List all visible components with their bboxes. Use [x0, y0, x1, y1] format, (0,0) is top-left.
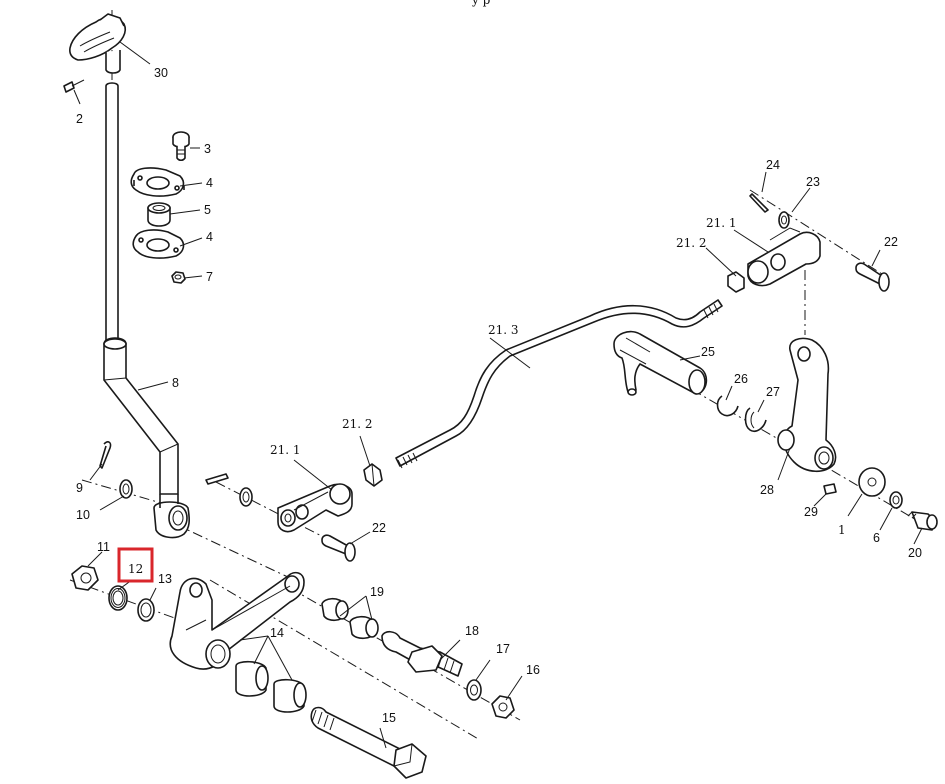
bushing-part-19-a [321, 597, 349, 622]
label-25: 25 [701, 345, 715, 359]
header-fragment: y p [471, 0, 491, 7]
label-18: 18 [465, 624, 479, 638]
label-24: 24 [766, 158, 780, 172]
circlip-part-27 [744, 407, 767, 433]
bolt-part-20 [907, 511, 938, 531]
bolt-part-15 [310, 706, 427, 779]
label-21-2-lower: 21. 2 [342, 417, 373, 431]
washer-part-6 [889, 491, 903, 509]
circlip-part-26 [716, 395, 739, 417]
bolt-part-3 [172, 131, 190, 162]
label-30: 30 [154, 66, 168, 80]
cotter-pin-part-9 [99, 441, 112, 469]
nut-part-21-2-upper [727, 271, 745, 293]
bent-lever-part-8 [103, 337, 190, 539]
nut-part-21-2-lower [363, 463, 383, 487]
washer-part-17 [466, 679, 482, 701]
cotter-pin-near-21-1 [205, 473, 253, 507]
label-21-1-lower: 21. 1 [270, 443, 301, 457]
pin-part-22-upper [855, 262, 890, 292]
rod-part-21-3 [395, 299, 723, 469]
label-28: 28 [760, 483, 774, 497]
label-10: 10 [76, 508, 90, 522]
leader-lines [73, 41, 923, 749]
washer-part-23 [778, 211, 790, 229]
clevis-part-21-1-lower [277, 483, 353, 533]
label-15: 15 [382, 711, 396, 725]
handle-knob-part-30 [69, 13, 127, 74]
washer-part-10 [119, 479, 133, 499]
label-20: 20 [908, 546, 922, 560]
label-12: 12 [128, 562, 143, 576]
label-22-lower: 22 [372, 521, 386, 535]
bushing-part-19-b [349, 615, 379, 640]
label-4-upper: 4 [206, 176, 213, 190]
cotter-pin-part-24 [749, 193, 769, 213]
bushing-part-14-a [235, 660, 269, 697]
label-9: 9 [76, 481, 83, 495]
plate-part-4-lower [132, 229, 185, 259]
shift-rod [105, 82, 119, 341]
nut-part-11 [71, 565, 99, 591]
label-5: 5 [204, 203, 211, 217]
label-4-lower: 4 [206, 230, 213, 244]
label-19: 19 [370, 585, 384, 599]
label-6: 6 [873, 531, 880, 545]
label-21-3: 21. 3 [488, 323, 519, 337]
label-14: 14 [270, 626, 284, 640]
shaft-part-25 [613, 330, 708, 396]
highlight-box-12 [117, 547, 154, 583]
label-8: 8 [172, 376, 179, 390]
ring-part-13 [137, 598, 155, 622]
clevis-part-21-1-upper [747, 227, 821, 287]
label-17: 17 [496, 642, 510, 656]
label-27: 27 [766, 385, 780, 399]
bushing-part-14-b [273, 678, 307, 713]
pin-part-22-lower [321, 534, 356, 562]
label-16: 16 [526, 663, 540, 677]
bushing-part-5 [147, 202, 171, 227]
label-13: 13 [158, 572, 172, 586]
bell-crank-lever [169, 571, 305, 670]
label-26: 26 [734, 372, 748, 386]
screw-part-2 [63, 79, 85, 93]
label-11: 11 [97, 540, 110, 554]
label-7: 7 [206, 270, 213, 284]
label-3: 3 [204, 142, 211, 156]
label-21-1-upper: 21. 1 [706, 216, 737, 230]
label-29: 29 [804, 505, 818, 519]
label-2: 2 [76, 112, 83, 126]
part-labels: 30 2 3 4 5 4 7 8 9 10 11 12 13 14 15 16 … [76, 66, 922, 725]
arm-part-28 [777, 337, 837, 473]
disc-part-1 [858, 467, 886, 497]
label-1: 1 [838, 523, 846, 537]
label-22-upper: 22 [884, 235, 898, 249]
nut-part-16 [491, 695, 515, 719]
key-part-29 [823, 483, 837, 495]
plate-part-4-upper [130, 167, 185, 197]
nut-part-7 [171, 271, 186, 284]
label-23: 23 [806, 175, 820, 189]
stud-part-18 [381, 630, 463, 677]
label-21-2-upper: 21. 2 [676, 236, 707, 250]
lock-washer-part-12 [108, 585, 128, 611]
